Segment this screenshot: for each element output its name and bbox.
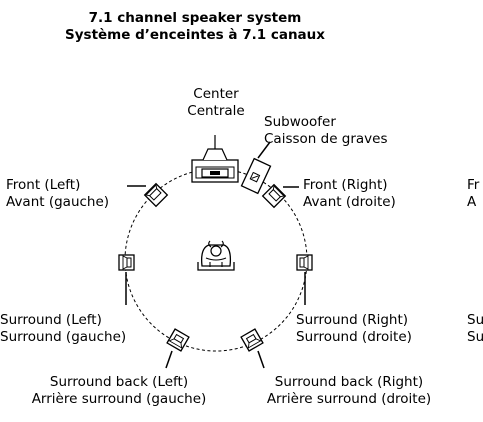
surround-right-label-fr: Surround (droite) [296,329,412,345]
surround-right-label: Surround (Right) Surround (droite) [296,312,412,346]
surround-left-speaker-icon [118,254,135,271]
subwoofer-icon [240,157,272,195]
surround-back-right-label-en: Surround back (Right) [274,374,424,390]
front-left-label-fr: Avant (gauche) [6,194,110,210]
diagram-title-fr: Système d’enceintes à 7.1 canaux [65,27,325,43]
front-right-speaker-icon [261,183,287,209]
center-label-en: Center [193,86,239,102]
surround-right-speaker-icon [296,254,313,271]
surround-left-label-fr: Surround (gauche) [0,329,127,345]
diagram-title-en: 7.1 channel speaker system [88,10,302,26]
surround-back-left-leader [165,350,173,369]
listener-icon [197,240,235,271]
cropped-surround-label-line2: Su [467,329,483,345]
surround-back-left-label-en: Surround back (Left) [49,374,189,390]
front-right-label-en: Front (Right) [303,177,388,193]
cropped-front-label-line2: A [467,194,477,210]
front-left-speaker-icon [143,182,169,208]
surround-back-right-speaker-icon [240,328,264,352]
surround-right-label-en: Surround (Right) [296,312,409,328]
cropped-front-label-line1: Fr [467,177,480,193]
surround-left-label: Surround (Left) Surround (gauche) [0,312,126,346]
surround-back-right-leader [257,350,265,369]
subwoofer-leader [257,141,271,159]
front-right-label: Front (Right) Avant (droite) [303,177,396,211]
surround-back-left-label-fr: Arrière surround (gauche) [31,391,207,407]
cropped-surround-label: Su Su [467,312,483,346]
surround-left-label-en: Surround (Left) [0,312,102,328]
front-left-label-en: Front (Left) [6,177,81,193]
center-label-fr: Centrale [187,103,245,119]
subwoofer-label-fr: Caisson de graves [264,131,388,147]
surround-back-right-label: Surround back (Right) Arrière surround (… [234,374,464,408]
subwoofer-label-en: Subwoofer [264,114,336,130]
front-left-label: Front (Left) Avant (gauche) [6,177,109,211]
cropped-front-label: Fr A [467,177,479,211]
center-label: Center Centrale [168,86,264,120]
cropped-surround-label-line1: Su [467,312,483,328]
center-speaker-icon [201,168,229,178]
surround-back-left-label: Surround back (Left) Arrière surround (g… [4,374,234,408]
subwoofer-label: Subwoofer Caisson de graves [264,114,388,148]
front-right-label-fr: Avant (droite) [303,194,396,210]
surround-back-left-speaker-icon [166,328,190,352]
surround-back-right-label-fr: Arrière surround (droite) [266,391,432,407]
